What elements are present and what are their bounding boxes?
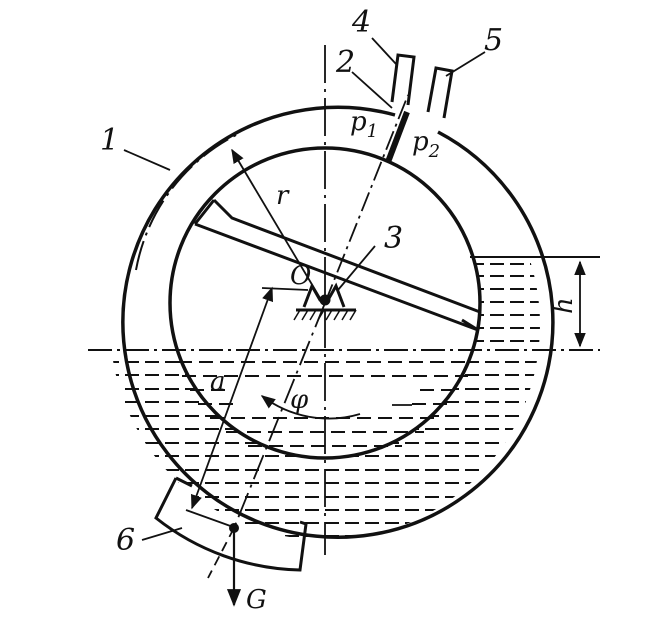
leader-1	[123, 149, 171, 171]
pipe-4	[390, 53, 416, 106]
ring-arc-dashdot	[135, 132, 241, 271]
pivot-point	[319, 294, 331, 306]
weight-arm-extension	[207, 527, 235, 579]
pressure-pipes	[390, 53, 454, 119]
label-p1: p1	[350, 107, 378, 142]
label-weight: G	[246, 585, 267, 615]
label-level-diff: h	[549, 297, 579, 314]
label-part-1: 1	[100, 123, 119, 158]
leader-5	[445, 51, 486, 77]
label-center: O	[290, 261, 311, 291]
inner-ring-wall	[168, 146, 482, 460]
label-arm: a	[210, 367, 226, 397]
ring-tube	[121, 105, 555, 540]
inner-blade	[193, 198, 482, 332]
radius-line	[231, 148, 321, 299]
leader-2	[351, 71, 393, 109]
leader-lines	[123, 37, 486, 541]
angle-arc	[260, 395, 361, 420]
dimension-a	[185, 286, 309, 529]
label-part-6: 6	[116, 523, 135, 558]
partition-radial-line	[324, 94, 409, 304]
label-part-2: 2	[335, 45, 355, 80]
label-part-3: 3	[384, 221, 403, 256]
label-radius: r	[276, 181, 290, 211]
outer-ring-wall	[121, 105, 555, 540]
leader-3	[337, 245, 376, 291]
weight-arm-line	[233, 302, 326, 529]
leader-6	[141, 527, 183, 541]
leader-4	[371, 37, 397, 65]
label-p2: p2	[412, 127, 440, 162]
label-angle: φ	[290, 385, 309, 415]
counterweight	[154, 476, 308, 572]
pivot-support	[293, 282, 357, 321]
pipe-5	[426, 66, 454, 119]
label-part-4: 4	[351, 5, 371, 40]
partition-wall	[385, 110, 410, 164]
label-part-5: 5	[484, 23, 503, 58]
